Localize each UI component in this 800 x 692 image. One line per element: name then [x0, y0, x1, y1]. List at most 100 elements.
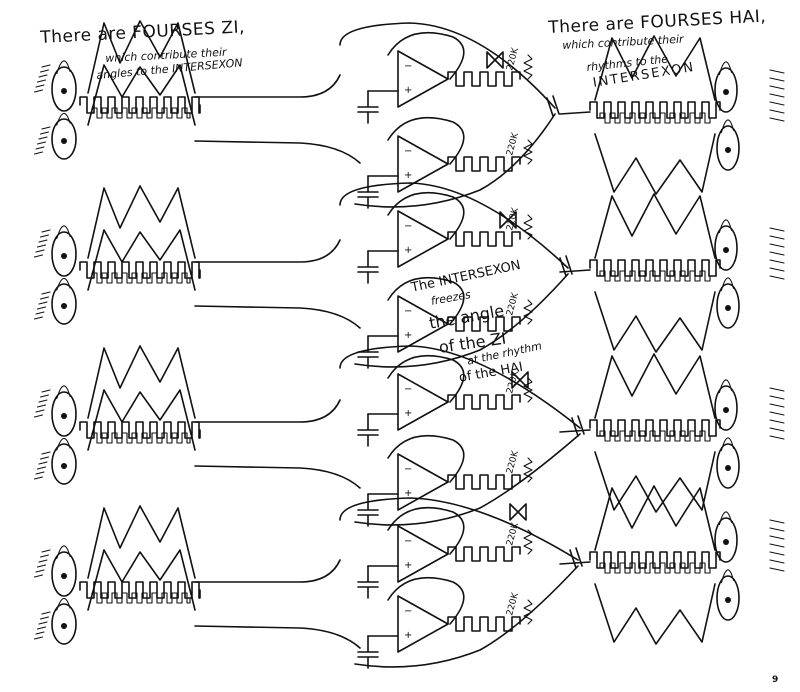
- opamp-5: [397, 453, 449, 511]
- zi-0-wire-top: [194, 74, 341, 98]
- resistor-0: [523, 54, 533, 80]
- hai-0-upper-peaks: [594, 35, 716, 101]
- junction-0-upper-curve: [339, 22, 556, 109]
- hai-2-wire: [559, 429, 591, 433]
- resistor-5: [523, 457, 533, 483]
- zi-1-eye-bottom: [51, 283, 77, 325]
- opamp-6-minus: −: [404, 536, 412, 547]
- zi-0-wire-bottom: [194, 140, 361, 164]
- zi-2-eye-bottom-pupil: [61, 463, 67, 469]
- opamp-1-minus: −: [404, 146, 412, 157]
- opamp-7-feedback: [387, 576, 465, 625]
- zi-1-eye-top-pupil: [61, 253, 67, 259]
- zi-1-upper-peaks: [87, 185, 196, 259]
- junction-0-lower-curve: [354, 113, 556, 208]
- opamp-1-feedback: [387, 116, 465, 165]
- opamp-2-feedback: [387, 191, 465, 240]
- hai-0-wire: [559, 111, 591, 115]
- zi-2-lower-peaks: [87, 389, 196, 451]
- zi-3-eye-bottom: [51, 603, 77, 645]
- zi-2-upper-peaks: [87, 345, 196, 419]
- zi-1-eye-top: [51, 231, 77, 277]
- zi-3-wire-top: [194, 559, 341, 583]
- opamp-3-plus: +: [404, 330, 412, 341]
- opamp-0-plus: +: [404, 85, 412, 96]
- junction-1-mark: [559, 255, 573, 277]
- zi-2-eye-top: [51, 391, 77, 437]
- hai-3-upper-peaks: [594, 485, 716, 551]
- zi-3-square-wave: [79, 581, 201, 599]
- opamp-6-output-wave: [447, 546, 521, 562]
- opamp-5-plus: +: [404, 488, 412, 499]
- hai-1-eye-top: [714, 225, 738, 271]
- junction-0-mark: [546, 95, 560, 117]
- opamp-4-output-wave: [447, 394, 521, 410]
- opamp-2-plus: +: [404, 245, 412, 256]
- hai-3-square-wave: [589, 551, 721, 569]
- zi-2-wire-bottom: [194, 465, 361, 489]
- junction-3-diode: [509, 503, 527, 521]
- zi-2-wire-top: [194, 399, 341, 423]
- resistor-label-1: 220K: [505, 131, 521, 157]
- opamp-7-capacitor: [357, 635, 379, 669]
- opamp-5-capacitor: [357, 493, 379, 527]
- zi-1-wire-bottom: [194, 305, 361, 329]
- zi-3-lower-peaks: [87, 549, 196, 611]
- hai-2-upper-peaks: [594, 353, 716, 419]
- resistor-2: [523, 214, 533, 240]
- junction-3-lower-curve: [354, 565, 579, 668]
- junction-2-mark: [571, 415, 585, 437]
- zi-0-upper-peaks: [87, 20, 196, 94]
- hai-1-lower-peaks: [594, 291, 716, 353]
- opamp-0-minus: −: [404, 61, 412, 72]
- zi-3-hatch-bottom: [33, 611, 51, 640]
- opamp-4-minus: −: [404, 384, 412, 395]
- hai-3-eye-top: [714, 517, 738, 563]
- zi-0-eye-bottom-pupil: [61, 138, 67, 144]
- zi-0-lower-peaks: [87, 64, 196, 126]
- opamp-0-capacitor: [357, 90, 379, 124]
- zi-0-eye-bottom: [51, 118, 77, 160]
- opamp-6-capacitor: [357, 565, 379, 599]
- hai-1-eye-top-pupil: [723, 247, 729, 253]
- hai-3-lower-peaks: [594, 583, 716, 645]
- resistor-1: [523, 139, 533, 165]
- opamp-5-output-wave: [447, 474, 521, 490]
- signature-mark: 9: [772, 675, 778, 685]
- junction-3-mark: [569, 547, 583, 569]
- zi-2-eye-top-pupil: [61, 413, 67, 419]
- hai-1-hatch: [769, 227, 785, 280]
- opamp-7-minus: −: [404, 606, 412, 617]
- opamp-3-feedback: [387, 276, 465, 325]
- opamp-1-output-wave: [447, 156, 521, 172]
- opamp-1-plus: +: [404, 170, 412, 181]
- hai-0-eye-bottom-pupil: [725, 147, 731, 153]
- opamp-0-output-wave: [447, 71, 521, 87]
- resistor-label-5: 220K: [505, 449, 521, 475]
- zi-1-eye-bottom-pupil: [61, 303, 67, 309]
- zi-1-wire-top: [194, 239, 341, 263]
- hai-3-eye-top-pupil: [723, 539, 729, 545]
- opamp-3-output-wave: [447, 316, 521, 332]
- hai-2-hatch: [769, 387, 785, 440]
- hai-1-eye-bottom-pupil: [725, 305, 731, 311]
- hai-0-eye-top: [714, 67, 738, 113]
- zi-3-eye-top-pupil: [61, 573, 67, 579]
- opamp-4-feedback: [387, 354, 465, 403]
- zi-1-hatch-top: [33, 229, 51, 258]
- opamp-4-capacitor: [357, 413, 379, 447]
- zi-0-square-wave: [79, 96, 201, 114]
- zi-1-lower-peaks: [87, 229, 196, 291]
- zi-3-upper-peaks: [87, 505, 196, 579]
- resistor-4: [523, 377, 533, 403]
- junction-0-diode: [486, 51, 504, 69]
- zi-1-square-wave: [79, 261, 201, 279]
- opamp-2-output-wave: [447, 231, 521, 247]
- hai-0-eye-top-pupil: [723, 89, 729, 95]
- opamp-4-plus: +: [404, 408, 412, 419]
- hai-3-eye-bottom-pupil: [725, 597, 731, 603]
- hai-2-lower-peaks: [594, 451, 716, 513]
- junction-2-upper-curve: [339, 345, 581, 429]
- resistor-label-7: 220K: [505, 591, 521, 617]
